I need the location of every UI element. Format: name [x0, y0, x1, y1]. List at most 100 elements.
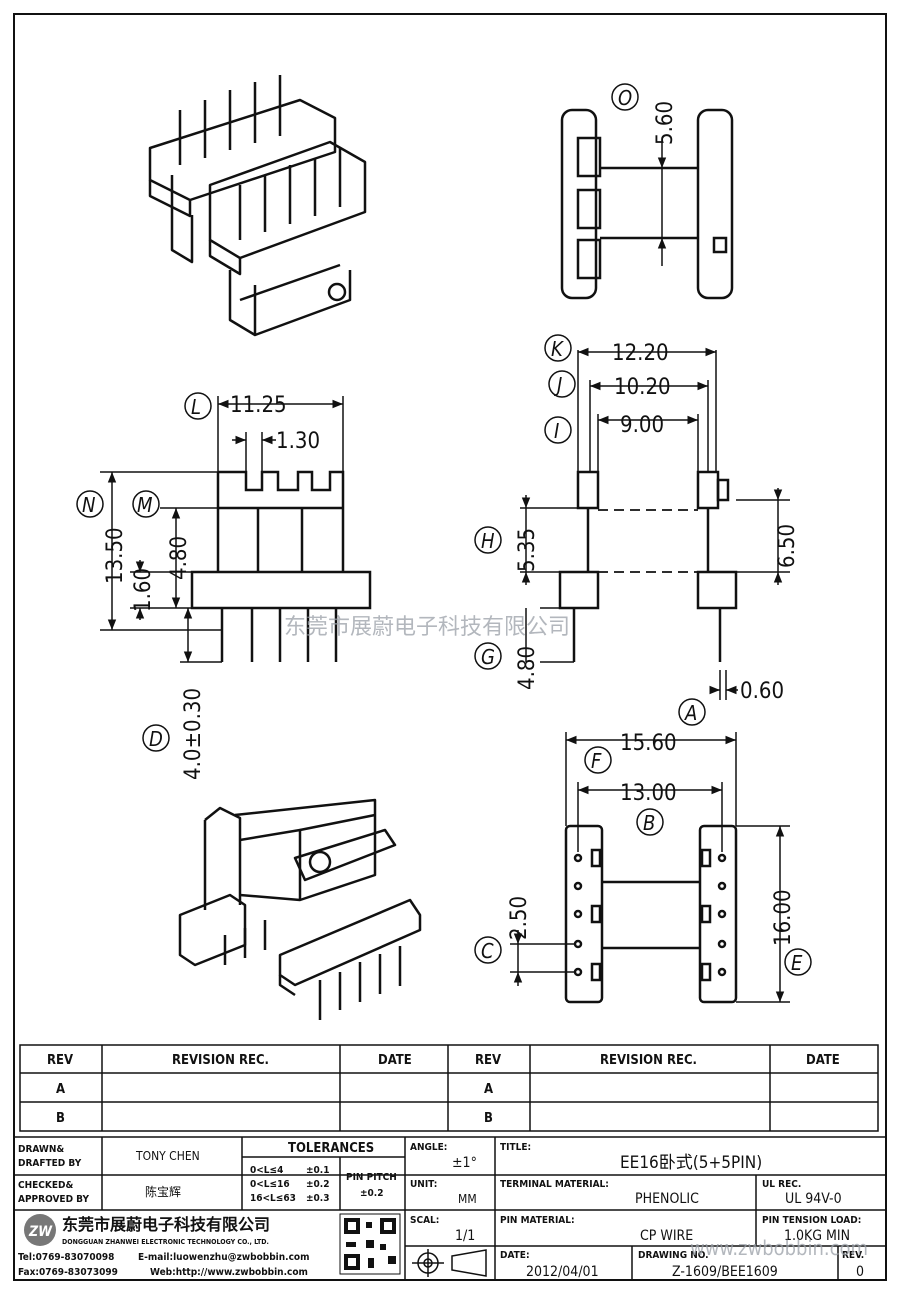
drawing-no: Z-1609/BEE1609: [672, 1264, 778, 1280]
rev-b-left: B: [56, 1111, 65, 1126]
label-g: G: [481, 645, 495, 669]
dim-d: 4.0±0.30: [181, 688, 206, 780]
watermark-cn: 东莞市展蔚电子科技有限公司: [284, 615, 570, 640]
dim-h: 5.35: [515, 528, 540, 572]
pin-tension: 1.0KG MIN: [784, 1228, 850, 1244]
revision-rec-header-1: REVISION REC.: [172, 1053, 269, 1068]
dim-a: 0.60: [740, 679, 784, 704]
drawn-label: DRAWN&: [18, 1144, 64, 1155]
rev-value: 0: [856, 1264, 864, 1280]
rev-header-2: REV: [475, 1053, 501, 1068]
drawing-no-label: DRAWING NO.: [638, 1250, 709, 1261]
title-block-grid: [13, 1136, 887, 1281]
view-front-left: [190, 470, 372, 662]
label-d: D: [149, 727, 163, 751]
dim-h-right: 6.50: [775, 524, 800, 568]
svg-text:ZW: ZW: [28, 1224, 53, 1240]
dim-o: 5.60: [653, 101, 678, 145]
isometric-view-top: [148, 75, 367, 337]
tolerances-label: TOLERANCES: [288, 1141, 374, 1156]
label-i: I: [554, 419, 559, 443]
company-fax: Fax:0769-83073099: [18, 1267, 118, 1278]
label-h: H: [481, 529, 495, 553]
drawn-by: TONY CHEN: [135, 1149, 200, 1163]
dim-b: 13.00: [620, 781, 677, 806]
label-m: M: [137, 493, 153, 517]
view-side-right-labels: [474, 334, 706, 726]
drawing-date: 2012/04/01: [526, 1264, 599, 1280]
dim-g: 4.80: [515, 646, 540, 690]
company-tel: Tel:0769-83070098: [18, 1252, 114, 1263]
title-block-text: DRAWN& DRAFTED BY TONY CHEN CHECKED& APP…: [18, 1141, 868, 1280]
label-f: F: [591, 749, 602, 773]
scale-label: SCAL:: [410, 1215, 439, 1226]
pin-material: CP WIRE: [640, 1228, 693, 1244]
ul-rec: UL 94V-0: [785, 1191, 842, 1207]
title-label: TITLE:: [500, 1142, 531, 1153]
date-header-1: DATE: [378, 1053, 412, 1068]
tol-value-1: ±0.1: [306, 1165, 329, 1176]
view-side-right: [558, 470, 738, 662]
rev-a-left: A: [56, 1082, 65, 1097]
date-header-2: DATE: [806, 1053, 840, 1068]
view-o-dims: 5.60 O: [611, 83, 678, 266]
dim-i: 9.00: [620, 413, 664, 438]
dim-f: 15.60: [620, 731, 677, 756]
view-o-top: [560, 108, 734, 300]
approved-label: APPROVED BY: [18, 1194, 89, 1205]
scale: 1/1: [455, 1228, 475, 1244]
view-bottom-right-dims: [510, 732, 790, 1003]
pin-material-label: PIN MATERIAL:: [500, 1215, 575, 1226]
drawing-title: EE16卧式(5+5PIN): [620, 1153, 762, 1173]
view-bottom-right-labels: [474, 746, 812, 976]
sheet-border: [13, 13, 887, 1281]
pin-pitch: ±0.2: [360, 1188, 383, 1199]
approved-by: 陈宝辉: [145, 1184, 181, 1199]
dim-e: 16.00: [771, 889, 796, 946]
label-n: N: [82, 493, 95, 517]
label-e: E: [791, 951, 803, 975]
terminal-material-label: TERMINAL MATERIAL:: [500, 1179, 609, 1190]
revision-rec-header-2: REVISION REC.: [600, 1053, 697, 1068]
company-block: ZW 东莞市展蔚电子科技有限公司 DONGGUAN ZHANWEI ELECTR…: [18, 1213, 401, 1278]
view-bottom-right: [564, 824, 738, 1004]
ul-rec-label: UL REC.: [762, 1179, 801, 1190]
label-o: O: [618, 86, 632, 110]
tol-range-2: 0<L≤16: [250, 1179, 290, 1190]
dim-m: 4.80: [167, 536, 192, 580]
label-l: L: [191, 395, 201, 419]
checked-label: CHECKED&: [18, 1180, 73, 1191]
qr-code-icon: [339, 1213, 401, 1275]
isometric-view-bottom: [178, 798, 422, 1020]
pin-pitch-label: PIN PITCH: [346, 1172, 397, 1183]
rev-header-1: REV: [47, 1053, 73, 1068]
revision-table-text: REV REVISION REC. DATE REV REVISION REC.…: [47, 1053, 840, 1126]
label-j: J: [554, 373, 562, 397]
date-label: DATE:: [500, 1250, 530, 1261]
pin-tension-label: PIN TENSION LOAD:: [762, 1215, 861, 1226]
label-b: B: [643, 811, 655, 835]
rev-b-right: B: [484, 1111, 493, 1126]
dim-k: 12.20: [612, 341, 669, 366]
watermark-url: www.zwbobbin.com: [690, 1236, 868, 1260]
label-k: K: [551, 337, 564, 361]
terminal-material: PHENOLIC: [635, 1191, 699, 1207]
tol-value-3: ±0.3: [306, 1193, 329, 1204]
view-front-left-labels: [76, 392, 212, 752]
dim-j: 10.20: [614, 375, 671, 400]
rev-label: REV.: [842, 1250, 864, 1261]
company-logo: ZW: [24, 1214, 56, 1246]
company-name-en: DONGGUAN ZHANWEI ELECTRONIC TECHNOLOGY C…: [62, 1238, 269, 1246]
drafted-label: DRAFTED BY: [18, 1158, 82, 1169]
rev-a-right: A: [484, 1082, 493, 1097]
label-a: A: [684, 701, 697, 725]
dim-l-small: 1.30: [276, 429, 320, 454]
unit: MM: [458, 1192, 477, 1206]
tol-value-2: ±0.2: [306, 1179, 329, 1190]
unit-label: UNIT:: [410, 1179, 437, 1190]
company-name-cn: 东莞市展蔚电子科技有限公司: [62, 1215, 270, 1234]
dim-n: 13.50: [103, 527, 128, 584]
view-front-left-dims: [100, 396, 344, 663]
view-side-right-dims: [520, 347, 790, 700]
